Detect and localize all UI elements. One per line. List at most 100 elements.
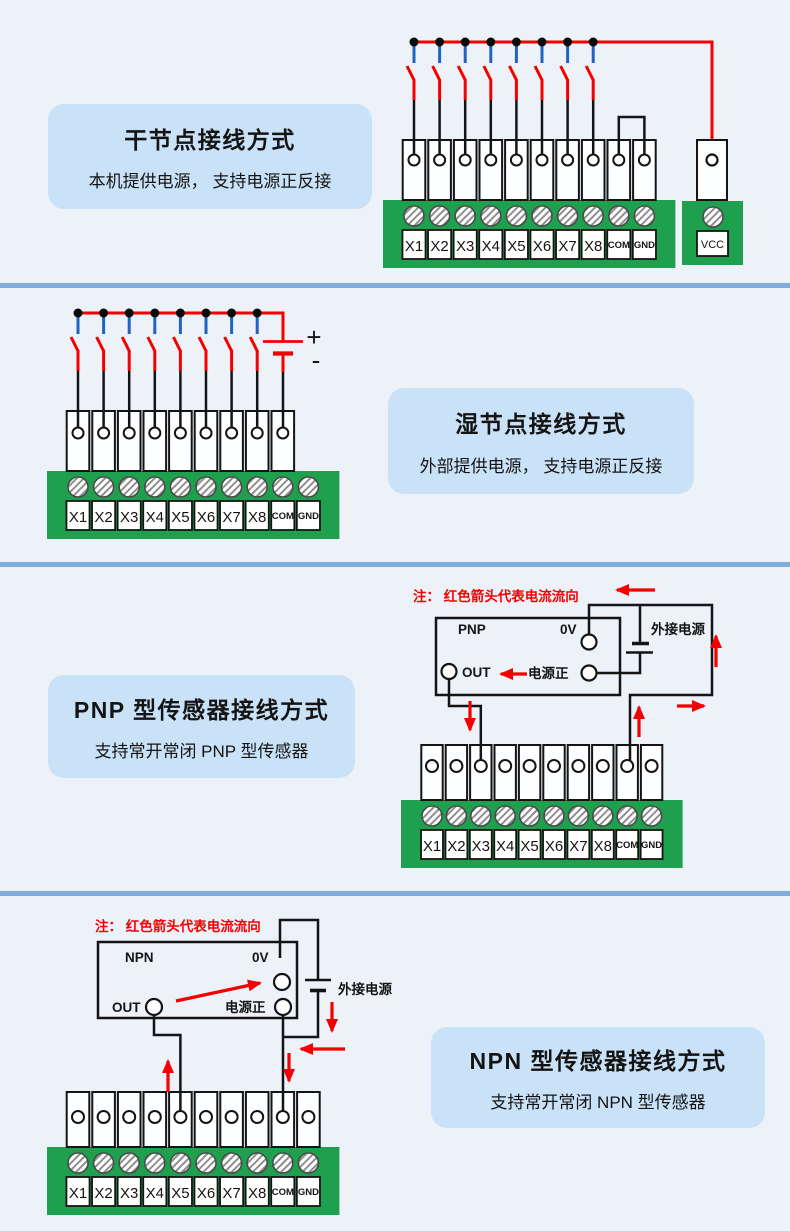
entry-circle (522, 759, 537, 773)
terminal-label-cell (555, 229, 581, 260)
entry-circle (547, 759, 561, 773)
npn-out-pin-circle (144, 997, 164, 1017)
external-power-loop-wire (587, 603, 714, 761)
entry-circle (96, 1110, 111, 1124)
entry-circle (595, 759, 610, 773)
terminal-label-cell (167, 1176, 193, 1207)
terminal-label-cell (631, 229, 657, 260)
terminal-label-cell (142, 1176, 168, 1207)
switch-blade (533, 65, 544, 81)
terminal-label-cell (193, 500, 219, 531)
terminal-label: X3 (456, 238, 474, 255)
terminal-label: X7 (558, 238, 576, 255)
entry-circle (407, 153, 421, 167)
terminal-screw (169, 1152, 192, 1174)
terminal-label: X4 (482, 238, 500, 255)
terminal-label-cell (65, 1176, 91, 1207)
entry-circle (473, 759, 488, 773)
entry-circle (586, 153, 600, 167)
terminal-label-cell (219, 500, 245, 531)
terminal-screw (220, 1152, 243, 1174)
terminal-label-cell (91, 1176, 117, 1207)
npn-sensor-box (96, 940, 299, 1020)
terminal-label-cell (91, 500, 117, 531)
terminal-screw (297, 1152, 320, 1174)
junction-dot (99, 308, 109, 318)
npn-sensor-card: NPN 型传感器接线方式 支持常开常闭 NPN 型传感器 (431, 1027, 765, 1128)
terminal-label: COM (608, 240, 630, 251)
terminal-label-cell (542, 829, 566, 860)
terminal-label: GND (641, 840, 662, 851)
npn-power-pos-pin-circle (273, 997, 293, 1017)
switch-blade (559, 65, 569, 81)
terminal-label-cell (116, 500, 142, 531)
vcc-entry-cell (696, 139, 728, 201)
entry-circle (225, 426, 239, 440)
current-arrow-diagonal (175, 979, 262, 1003)
terminal-label: X6 (545, 838, 563, 855)
terminal-label-cell (427, 229, 453, 260)
switch-blade (223, 336, 233, 352)
junction-dot (486, 37, 496, 47)
terminal-label-cell (529, 229, 555, 260)
terminal-label: X7 (222, 509, 240, 526)
npn-0v-pin-circle (272, 972, 292, 992)
junction-dot (537, 37, 547, 47)
terminal-screw (479, 205, 502, 227)
wet-contact-subtitle: 外部提供电源， 支持电源正反接 (419, 457, 663, 476)
power-bus-wire (414, 40, 714, 155)
entry-circle (449, 759, 464, 773)
terminal-label-cell (270, 500, 296, 531)
pnp-note-text: 注： 红色箭头代表电流流向 (413, 588, 579, 604)
terminal-block (383, 200, 676, 268)
terminal-screw (246, 1152, 269, 1174)
out-to-x5-wire (152, 1015, 182, 1112)
terminal-label-cell (493, 829, 518, 860)
entry-circle (71, 1110, 85, 1124)
entry-circle (571, 759, 586, 773)
pnp-power-pos-label: 电源正 (528, 665, 569, 681)
terminal-label: COM (272, 1187, 294, 1198)
switch-blade (172, 336, 182, 352)
terminal-label: X2 (447, 838, 465, 855)
junction-dot (201, 308, 211, 318)
pnp-external-power-label: 外接电源 (651, 621, 705, 637)
terminal-label: COM (616, 840, 638, 851)
terminal-label: X7 (569, 838, 587, 855)
pnp-sensor-subtitle: 支持常开常闭 PNP 型传感器 (94, 742, 309, 761)
terminal-label-cell (244, 500, 270, 531)
terminal-label: X8 (248, 1185, 266, 1202)
pnp-sensor-card: PNP 型传感器接线方式 支持常开常闭 PNP 型传感器 (48, 675, 355, 778)
terminal-block (47, 1147, 340, 1215)
entry-circle (122, 426, 136, 440)
terminal-label: X6 (197, 1185, 215, 1202)
junction-dot (150, 308, 160, 318)
terminal-label: X5 (171, 1185, 189, 1202)
entry-circle (301, 1110, 316, 1124)
entry-circle (147, 1110, 162, 1124)
terminal-screw (633, 205, 656, 227)
terminal-screw (220, 476, 243, 498)
switch-blade (431, 65, 441, 81)
wet-contact-title: 湿节点接线方式 (455, 411, 627, 437)
out-to-x3-wire (447, 679, 483, 761)
vcc-terminal-screw (702, 206, 724, 228)
terminal-label-cell (503, 229, 529, 260)
terminal-screw (271, 1152, 294, 1174)
terminal-label-cell (444, 829, 469, 860)
npn-out-label: OUT (112, 1000, 141, 1015)
terminal-screw (494, 805, 517, 827)
terminal-label: X5 (520, 838, 538, 855)
terminal-screw (567, 805, 590, 827)
junction-dot (563, 37, 573, 47)
junction-dot (73, 308, 83, 318)
terminal-label: X5 (171, 509, 189, 526)
dry-contact-subtitle: 本机提供电源， 支持电源正反接 (88, 172, 332, 192)
terminal-label-cell (639, 829, 664, 860)
terminal-screw (531, 205, 553, 227)
terminal-screw (118, 1152, 140, 1174)
terminal-label-cell (295, 500, 321, 531)
terminal-label: X8 (594, 838, 612, 855)
